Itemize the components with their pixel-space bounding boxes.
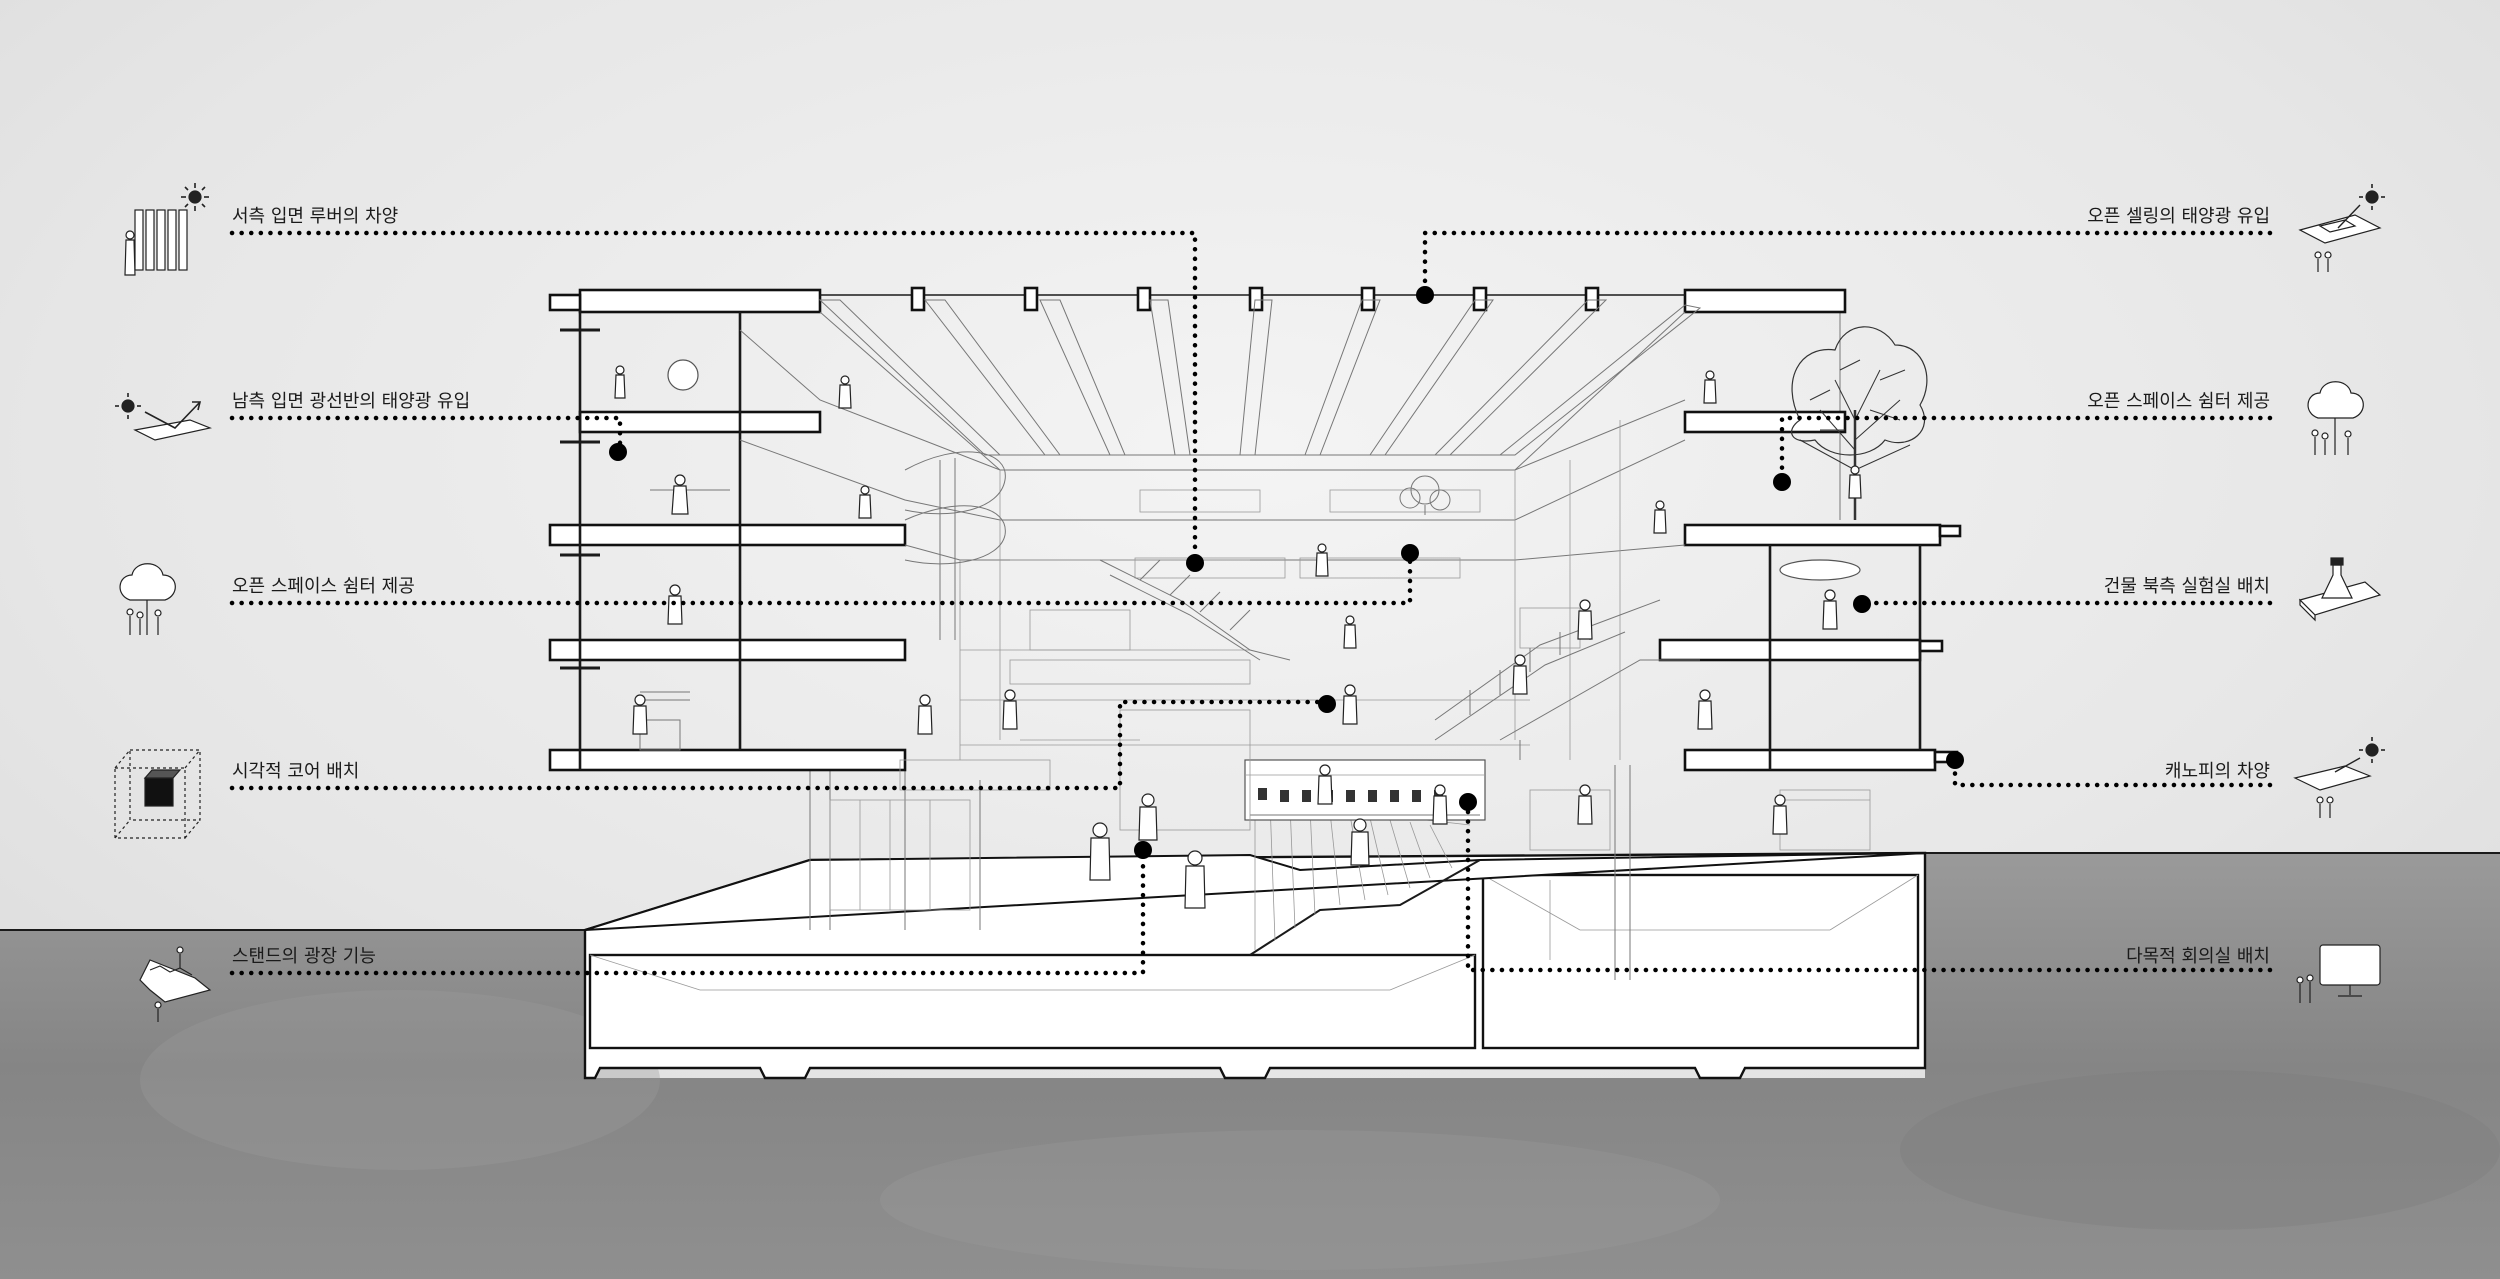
tree-people-icon-right	[2307, 381, 2364, 455]
right-wing-slabs	[1658, 410, 1962, 772]
annotation-label-right-2: 오픈 스페이스 쉼터 제공	[2087, 391, 2270, 412]
target-dot-open-space-right	[1773, 473, 1791, 491]
louver-person-icon	[124, 183, 209, 276]
annotation-label-left-3: 오픈 스페이스 쉼터 제공	[232, 576, 415, 597]
open-ceiling-sun-icon	[2298, 184, 2385, 272]
annotation-label-left-5: 스탠드의 광장 기능	[232, 946, 376, 967]
lab-flask-icon	[2298, 557, 2382, 622]
monitor-icon	[2296, 944, 2381, 1003]
stand-plaza-icon	[139, 946, 212, 1022]
left-annotations: 서측 입면 루버의 차양 남측 입면 광선반의 태양광 유입 오픈 스페이스 쉼…	[232, 206, 470, 967]
target-dot-open-space-left	[1401, 544, 1419, 562]
target-dot-stand-plaza	[1134, 841, 1152, 859]
target-dot-canopy	[1946, 751, 1964, 769]
annotation-label-left-1: 서측 입면 루버의 차양	[232, 206, 398, 227]
leader-lines	[229, 230, 2273, 976]
annotation-label-right-1: 오픈 셀링의 태양광 유입	[2087, 206, 2270, 227]
left-wing-slabs	[548, 293, 907, 772]
canopy-sun-icon	[2293, 737, 2385, 818]
target-dots	[609, 286, 1964, 859]
annotation-label-right-4: 캐노피의 차양	[2165, 761, 2270, 782]
core-cube-icon	[114, 749, 201, 839]
target-dot-lab	[1853, 595, 1871, 613]
ground-mass	[0, 852, 2500, 1279]
light-shelf-icon	[115, 393, 213, 441]
annotation-label-right-3: 건물 북측 실험실 배치	[2104, 576, 2270, 597]
target-dot-visual-core	[1318, 695, 1336, 713]
target-dot-west-louver	[1186, 554, 1204, 572]
rooftop-tree	[1790, 326, 1928, 520]
annotation-label-right-5: 다목적 회의실 배치	[2126, 946, 2270, 967]
target-dot-meeting-room	[1459, 793, 1477, 811]
people-silhouettes	[614, 365, 1862, 909]
roof-open-ceiling	[578, 286, 1847, 471]
tree-people-icon	[119, 563, 176, 635]
right-annotations: 오픈 셀링의 태양광 유입 오픈 스페이스 쉼터 제공 건물 북측 실험실 배치…	[2087, 206, 2270, 967]
target-dot-light-shelf	[609, 443, 627, 461]
annotation-label-left-2: 남측 입면 광선반의 태양광 유입	[232, 391, 470, 412]
annotation-label-left-4: 시각적 코어 배치	[232, 761, 359, 782]
target-dot-open-ceiling	[1416, 286, 1434, 304]
